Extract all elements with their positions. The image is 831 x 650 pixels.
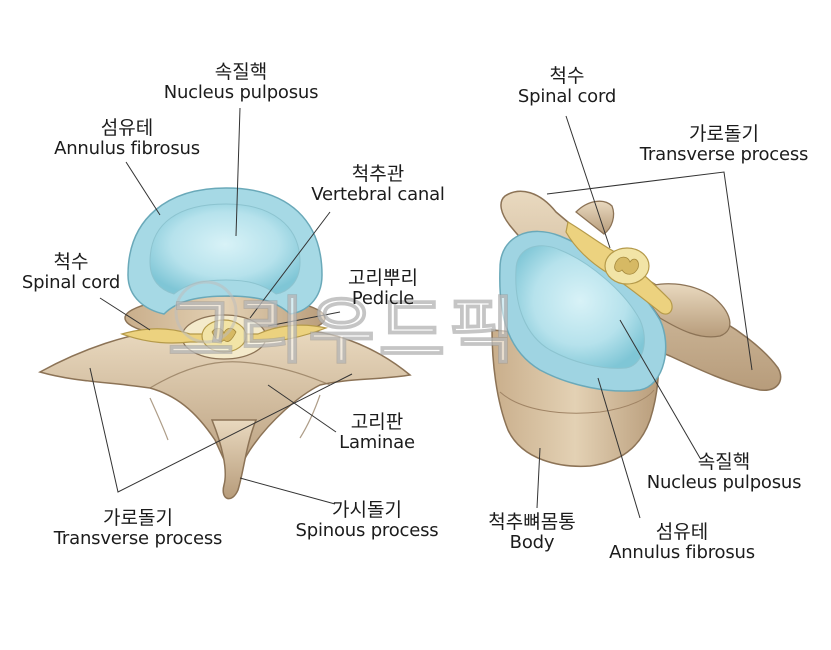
leader-lines [89,107,753,519]
label-en: Pedicle [351,288,415,310]
label-en: Annulus fibrosus [54,138,200,160]
label-right-transverse-process: 가로돌기 Transverse process [626,123,822,166]
label-left-pedicle: 고리뿌리 Pedicle [342,267,424,310]
watermark-mark [174,280,238,344]
label-en: Laminae [339,432,415,454]
label-en: Vertebral canal [311,184,445,206]
label-ko: 고리판 [350,411,404,433]
label-left-annulus-fibrosus: 섬유테 Annulus fibrosus [44,117,210,160]
label-ko: 섬유테 [100,117,154,139]
label-en: Spinal cord [21,272,121,294]
left-laminae-shape [149,361,331,389]
label-en: Body [509,532,555,554]
label-left-spinal-cord: 척수 Spinal cord [18,251,124,294]
label-right-annulus-fibrosus: 섬유테 Annulus fibrosus [600,521,764,564]
label-right-body: 척추뼈몸통 Body [468,511,596,554]
label-right-spinal-cord: 척수 Spinal cord [512,65,622,108]
label-ko: 척추관 [351,163,405,185]
label-en: Transverse process [639,144,809,166]
label-left-nucleus-pulposus: 속질핵 Nucleus pulposus [156,61,326,104]
label-ko: 척수 [53,251,89,273]
label-left-laminae: 고리판 Laminae [332,411,422,454]
label-left-transverse-process: 가로돌기 Transverse process [40,507,236,550]
label-en: Nucleus pulposus [163,82,319,104]
label-ko: 섬유테 [655,521,709,543]
label-ko: 가로돌기 [689,123,759,145]
label-ko: 속질핵 [697,451,751,473]
label-ko: 척추뼈몸통 [488,511,576,533]
label-ko: 가시돌기 [332,499,402,521]
label-left-spinous-process: 가시돌기 Spinous process [282,499,452,542]
label-ko: 속질핵 [214,61,268,83]
label-ko: 척수 [549,65,585,87]
label-en: Spinal cord [517,86,617,108]
label-ko: 가로돌기 [103,507,173,529]
label-en: Nucleus pulposus [646,472,802,494]
right-nucleus [515,245,645,369]
right-vertebra [491,190,782,468]
label-en: Annulus fibrosus [609,542,755,564]
left-vertebra [38,187,412,500]
label-right-nucleus-pulposus: 속질핵 Nucleus pulposus [638,451,810,494]
label-left-vertebral-canal: 척추관 Vertebral canal [306,163,450,206]
label-en: Transverse process [53,528,223,550]
left-spinous-process-shape [210,419,258,500]
label-ko: 고리뿌리 [348,267,418,289]
label-en: Spinous process [295,520,439,542]
left-nucleus [149,203,301,295]
